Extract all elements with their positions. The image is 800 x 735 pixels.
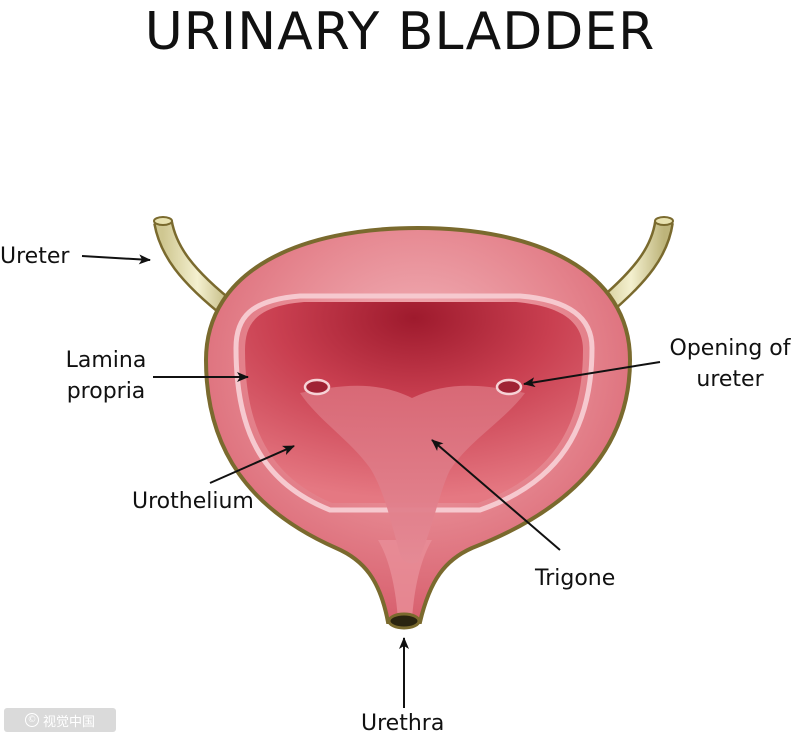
label-ureter: Ureter (0, 244, 70, 269)
left-ureter-tube (153, 216, 239, 320)
urothelium-lining (233, 293, 595, 513)
urethra-opening (387, 612, 421, 630)
label-urothelium: Urothelium (132, 489, 254, 514)
label-urethra: Urethra (361, 711, 445, 735)
left-ureter-opening (303, 378, 331, 396)
diagram-title: URINARY BLADDER (144, 2, 656, 62)
trigone-region (300, 385, 525, 564)
label-lamina-line2: propria (66, 379, 146, 404)
label-opening-of-ureter: Opening of ureter (660, 333, 800, 395)
copyright-icon: © (24, 713, 39, 727)
label-opening-line2: ureter (696, 367, 764, 392)
label-lamina-propria: Lamina propria (54, 345, 158, 407)
arrow-ureter (81, 254, 151, 265)
label-opening-line1: Opening of (669, 336, 791, 361)
label-lamina-line1: Lamina (65, 348, 147, 373)
watermark-badge: © 视觉中国 (4, 708, 116, 732)
right-ureter-opening (495, 378, 523, 396)
arrow-trigone (431, 439, 561, 551)
watermark-text: 视觉中国 (42, 714, 95, 730)
label-trigone: Trigone (535, 566, 616, 591)
arrow-urothelium (209, 445, 295, 484)
arrow-opening-of-ureter (523, 361, 661, 388)
